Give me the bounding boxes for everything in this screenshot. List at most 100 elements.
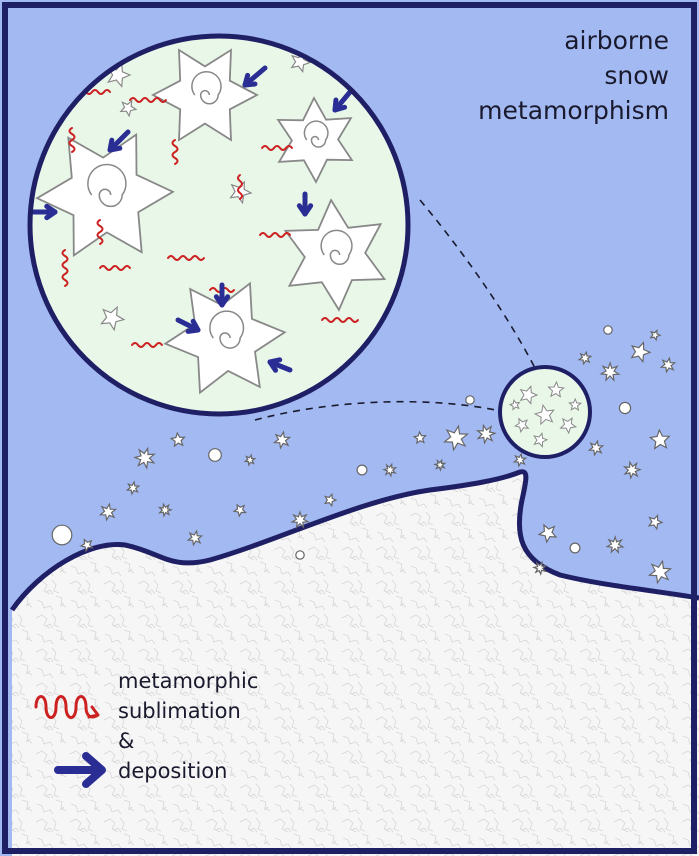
crystal-spiral (191, 71, 222, 105)
snow-crystal (290, 510, 310, 529)
zoom-connector-bottom (254, 400, 506, 421)
deposition-arrowhead (296, 203, 314, 217)
snow-crystal (186, 529, 204, 547)
small-crystal (519, 385, 539, 405)
snow-crystal (272, 430, 292, 450)
snow-crystal (169, 431, 186, 448)
snow-crystal (512, 452, 528, 468)
snow-crystal (647, 559, 673, 585)
crystal-fragment (290, 51, 312, 74)
sublimation-squiggle (68, 127, 76, 153)
zoomed-crystal-view (27, 33, 411, 417)
sublimation-squiggle (129, 97, 167, 103)
snow-crystal (323, 492, 338, 508)
crystal-spiral (209, 310, 245, 349)
crystal-spiral (87, 163, 127, 208)
crystal-grain (276, 96, 354, 184)
crystal-fragment (100, 305, 126, 332)
snow-crystal (630, 341, 652, 364)
blue-arrow-icon (54, 752, 106, 788)
snow-crystal (79, 538, 94, 553)
snow-crystal (587, 439, 605, 457)
snow-crystal (412, 430, 427, 445)
deposition-arrowhead (242, 72, 258, 88)
sublimation-squiggle (61, 249, 69, 287)
snow-grain (295, 550, 305, 560)
deposition-arrowhead (267, 357, 283, 373)
snow-crystal (649, 328, 662, 342)
snow-crystal (647, 514, 664, 531)
snow-grain (569, 542, 581, 554)
snow-grain (356, 464, 368, 476)
small-zoom-circle (498, 365, 592, 459)
crystal-spiral (320, 229, 353, 265)
snow-crystal (98, 502, 118, 522)
sublimation-squiggle (171, 139, 179, 165)
legend-line-4: deposition (118, 759, 228, 783)
snow-crystal (133, 446, 156, 470)
crystal-spiral (303, 120, 329, 148)
small-crystal (547, 380, 565, 398)
sublimation-squiggle (99, 265, 131, 271)
snow-grain (618, 401, 632, 415)
snow-crystal (659, 356, 677, 374)
snow-grain (208, 448, 222, 462)
snow-crystal (532, 560, 548, 576)
snow-crystal (125, 480, 141, 496)
snow-grain (603, 325, 613, 335)
legend-line-3: & (118, 729, 135, 753)
snow-crystal (577, 350, 593, 366)
crystal-grain (151, 48, 259, 142)
snow-crystal (433, 458, 447, 472)
small-crystal (568, 397, 583, 412)
snow-crystal (648, 428, 671, 450)
sublimation-squiggle (131, 342, 163, 348)
small-crystal (513, 417, 530, 434)
deposition-arrowhead (332, 97, 348, 113)
snow-crystal (157, 502, 173, 518)
small-crystal (533, 432, 549, 448)
legend-line-2: sublimation (118, 699, 241, 723)
drifting-snow-particles (51, 325, 677, 585)
crystal-fragment (119, 99, 138, 118)
snow-crystal (599, 361, 621, 382)
small-crystal (533, 403, 555, 426)
snow-crystal (475, 423, 497, 445)
snow-crystal (537, 523, 558, 544)
red-wavy-arrow-icon (34, 695, 100, 719)
snowpack-texture (12, 471, 699, 856)
crystal-grain (283, 198, 387, 312)
sublimation-squiggle (96, 219, 104, 245)
snow-grain (465, 395, 475, 405)
snow-crystal (232, 503, 247, 518)
sublimation-squiggle (167, 255, 205, 261)
snow-crystal (622, 460, 642, 480)
zoom-connector-top (419, 199, 536, 369)
small-crystal (559, 417, 578, 435)
snowpack-outline (9, 469, 699, 612)
snow-crystal (382, 462, 398, 478)
crystal-grain (35, 132, 175, 258)
deposition-arrowhead (185, 318, 201, 334)
crystal-grain (163, 281, 287, 395)
sublimation-squiggle (259, 232, 291, 238)
snow-grain (51, 524, 73, 546)
deposition-arrowhead (44, 203, 58, 221)
sublimation-squiggle (261, 145, 293, 151)
snow-crystal (442, 424, 470, 452)
deposition-arrowhead (107, 137, 123, 153)
snow-crystal (243, 453, 257, 467)
small-crystal (508, 398, 521, 411)
title-line-1: airborne (564, 26, 669, 55)
snow-crystal (605, 535, 625, 555)
title-line-2: snow (604, 61, 669, 90)
crystal-fragment (229, 180, 253, 205)
deposition-arrowhead (213, 294, 231, 308)
title-line-3: metamorphism (478, 96, 669, 125)
sublimation-squiggle (237, 174, 243, 200)
legend-line-1: metamorphic (118, 669, 259, 693)
sublimation-squiggle (321, 317, 359, 323)
